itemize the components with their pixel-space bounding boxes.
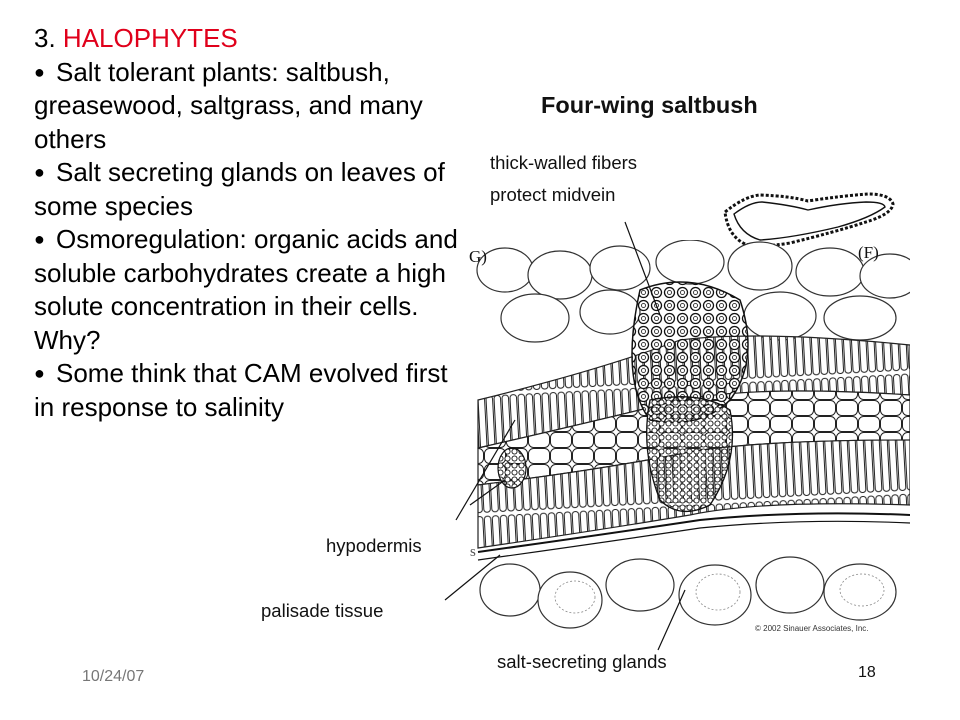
fibers-label-line2: protect midvein — [490, 184, 616, 205]
heading-number: 3. — [34, 23, 56, 53]
footer-date: 10/24/07 — [82, 668, 145, 685]
palisade-label: palisade tissue — [261, 600, 384, 621]
bullet-icon: ● — [34, 162, 45, 182]
figure-title: Four-wing saltbush — [541, 92, 758, 118]
page-number: 18 — [858, 664, 876, 681]
bullet-icon: ● — [34, 229, 45, 249]
glands-label: salt-secreting glands — [497, 651, 667, 672]
slide-text-block: 3. HALOPHYTES ●Salt tolerant plants: sal… — [34, 22, 464, 424]
fibers-label-line1: thick-walled fibers — [490, 152, 638, 173]
panel-f-label: (F) — [858, 243, 879, 262]
bullet-text: Salt secreting glands on leaves of some … — [34, 157, 445, 221]
hypodermis-label: hypodermis — [326, 535, 422, 556]
panel-s-label: s — [470, 544, 476, 560]
bullet-text: Osmoregulation: organic acids and solubl… — [34, 224, 458, 355]
heading-title: HALOPHYTES — [62, 23, 238, 53]
slide-heading: 3. HALOPHYTES — [34, 22, 464, 56]
panel-g-label: G) — [469, 247, 487, 266]
bullet-item: ●Salt tolerant plants: saltbush, greasew… — [34, 56, 464, 157]
bullet-item: ●Salt secreting glands on leaves of some… — [34, 156, 464, 223]
bullet-icon: ● — [34, 61, 45, 82]
bullet-item: ●Osmoregulation: organic acids and solub… — [34, 223, 464, 357]
bullet-text: Salt tolerant plants: saltbush, greasewo… — [34, 56, 423, 154]
bullet-icon: ● — [34, 363, 45, 383]
inset-leaf-outline — [723, 192, 895, 248]
bullet-item: ●Some think that CAM evolved first in re… — [34, 357, 464, 424]
copyright-text: © 2002 Sinauer Associates, Inc. — [755, 624, 869, 633]
bullet-text: Some think that CAM evolved first in res… — [34, 358, 448, 422]
leader-lines — [444, 221, 686, 651]
leaf-section — [476, 240, 910, 629]
